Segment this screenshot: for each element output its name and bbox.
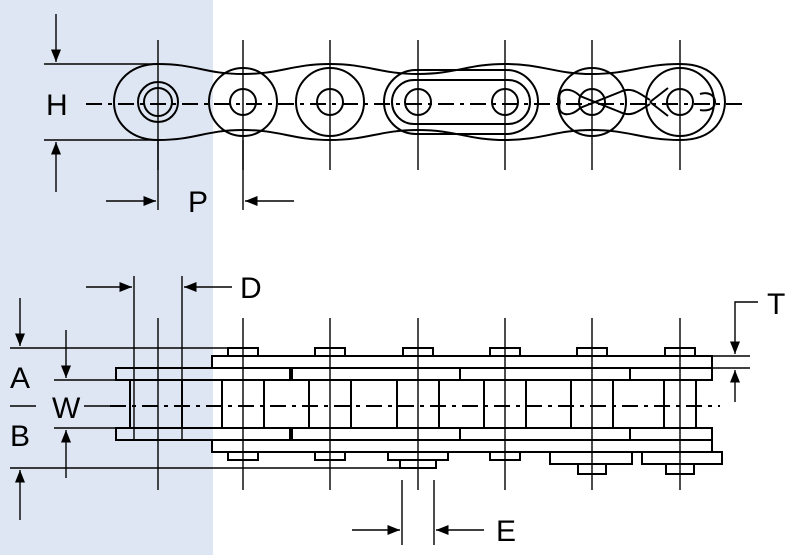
side-view: H P [44,14,742,219]
label-e: E [496,515,516,548]
dimension-d: D [86,272,262,440]
dimension-a-w-b: A W B [10,298,400,520]
shaded-panel [0,0,213,555]
dimension-e: E [352,480,516,548]
side-view-rollers [137,81,694,123]
label-d: D [240,272,262,305]
label-a: A [10,362,30,395]
label-p: P [188,186,208,219]
dimension-t: T [712,288,785,402]
side-view-plates [112,62,727,142]
label-b: B [10,420,30,453]
plan-rollers [129,379,697,429]
pin-heads-bottom [227,451,723,475]
plan-view: D T [10,272,785,548]
plan-view-centerlines [157,318,681,490]
label-t: T [767,288,785,321]
outer-plates [115,355,713,453]
label-w: W [52,392,81,425]
label-h: H [46,89,68,122]
dimension-p: P [106,140,294,219]
dimension-h: H [44,14,160,192]
pin-heads-top [227,347,696,357]
